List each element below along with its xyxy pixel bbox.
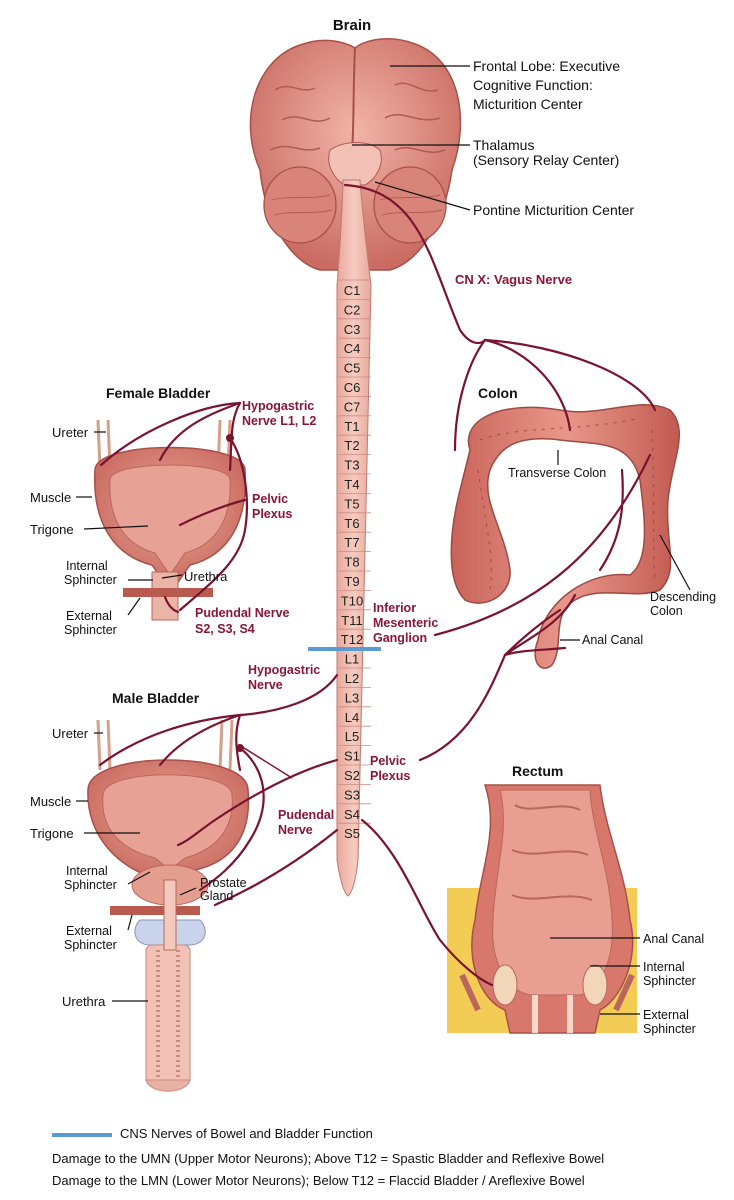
spine-segment-l2: L2 <box>345 671 359 686</box>
spine-segment-s2: S2 <box>344 768 360 783</box>
spine-segment-t6: T6 <box>344 516 359 531</box>
label-male-pelvic-1: Pelvic <box>370 754 406 768</box>
male-bladder-illustration <box>87 719 250 1092</box>
label-female-external-1: External <box>66 609 112 623</box>
spine-segment-s1: S1 <box>344 749 360 764</box>
label-female-pelvic-2: Plexus <box>252 507 292 521</box>
legend-cns-text: CNS Nerves of Bowel and Bladder Function <box>120 1126 373 1141</box>
label-rectum-internal-1: Internal <box>643 960 685 974</box>
label-male-ureter: Ureter <box>52 726 89 741</box>
spine-segment-t11: T11 <box>341 613 362 628</box>
spine-segment-s3: S3 <box>344 787 360 802</box>
label-female-pudendal-1: Pudendal Nerve <box>195 606 290 620</box>
label-rectum-external-1: External <box>643 1008 689 1022</box>
spine-segment-t2: T2 <box>344 438 359 453</box>
spine-segment-c7: C7 <box>344 399 361 414</box>
spine-segment-l4: L4 <box>345 710 359 725</box>
female-bladder-illustration <box>93 419 247 621</box>
label-rectum-external-2: Sphincter <box>643 1022 696 1036</box>
brain-illustration <box>249 38 462 271</box>
colon-illustration <box>450 404 680 669</box>
label-female-internal-1: Internal <box>66 559 108 573</box>
spine-segment-t7: T7 <box>344 535 359 550</box>
label-female-ureter: Ureter <box>52 425 89 440</box>
label-male-pudendal-1: Pudendal <box>278 808 334 822</box>
spine-segment-c5: C5 <box>344 361 361 376</box>
label-female-hypogastric-1: Hypogastric <box>242 399 314 413</box>
spine-segment-t10: T10 <box>341 593 363 608</box>
spine-segment-l1: L1 <box>345 652 359 667</box>
label-male-prostate-2: Gland <box>200 889 233 903</box>
nerve-paths <box>98 183 657 987</box>
spine-segment-t1: T1 <box>344 419 359 434</box>
spine-segment-t5: T5 <box>344 496 359 511</box>
label-rectum-anal: Anal Canal <box>643 932 704 946</box>
label-female-hypogastric-2: Nerve L1, L2 <box>242 414 316 428</box>
label-male-internal-2: Sphincter <box>64 878 117 892</box>
label-male-prostate-1: Prostate <box>200 876 247 890</box>
label-male-hypogastric-2: Nerve <box>248 678 283 692</box>
spine-segment-t8: T8 <box>344 555 359 570</box>
label-female-urethra: Urethra <box>184 569 228 584</box>
text-labels: Brain Frontal Lobe: Executive Cognitive … <box>30 17 716 1036</box>
title-rectum: Rectum <box>512 763 563 779</box>
legend-umn-text: Damage to the UMN (Upper Motor Neurons);… <box>52 1151 605 1166</box>
label-transverse-colon: Transverse Colon <box>508 466 606 480</box>
label-male-pelvic-2: Plexus <box>370 769 410 783</box>
label-male-trigone: Trigone <box>30 826 74 841</box>
label-female-trigone: Trigone <box>30 522 74 537</box>
spinal-cord: C1C2C3C4C5C6C7T1T2T3T4T5T6T7T8T9T10T11T1… <box>336 179 372 897</box>
cns-legend-swatch <box>52 1133 112 1137</box>
spine-segment-t4: T4 <box>344 477 359 492</box>
label-inferior-3: Ganglion <box>373 631 427 645</box>
label-pontine: Pontine Micturition Center <box>473 202 634 218</box>
rectum-illustration <box>447 784 637 1034</box>
spine-segment-l3: L3 <box>345 690 359 705</box>
legend-lmn-text: Damage to the LMN (Lower Motor Neurons);… <box>52 1173 585 1188</box>
label-frontal-3: Micturition Center <box>473 96 583 112</box>
title-brain: Brain <box>333 17 371 34</box>
spine-segment-c2: C2 <box>344 302 361 317</box>
label-inferior-2: Mesenteric <box>373 616 438 630</box>
label-thalamus-2: (Sensory Relay Center) <box>473 152 619 168</box>
spine-segment-c6: C6 <box>344 380 361 395</box>
leader-lines <box>76 65 691 1015</box>
title-colon: Colon <box>478 385 518 401</box>
label-colon-anal: Anal Canal <box>582 633 643 647</box>
label-frontal-1: Frontal Lobe: Executive <box>473 58 620 74</box>
spine-segment-t9: T9 <box>344 574 359 589</box>
label-male-external-1: External <box>66 924 112 938</box>
label-male-urethra: Urethra <box>62 994 106 1009</box>
label-female-muscle: Muscle <box>30 490 71 505</box>
label-frontal-2: Cognitive Function: <box>473 77 593 93</box>
label-descending-2: Colon <box>650 604 683 618</box>
label-male-hypogastric-1: Hypogastric <box>248 663 320 677</box>
spine-segment-t3: T3 <box>344 458 359 473</box>
label-vagus: CN X: Vagus Nerve <box>455 272 572 287</box>
spine-segment-c1: C1 <box>344 283 361 298</box>
label-male-pudendal-2: Nerve <box>278 823 313 837</box>
label-descending-1: Descending <box>650 590 716 604</box>
label-male-external-2: Sphincter <box>64 938 117 952</box>
label-inferior-1: Inferior <box>373 601 416 615</box>
label-female-pudendal-2: S2, S3, S4 <box>195 622 255 636</box>
label-female-external-2: Sphincter <box>64 623 117 637</box>
label-male-muscle: Muscle <box>30 794 71 809</box>
label-rectum-internal-2: Sphincter <box>643 974 696 988</box>
title-female-bladder: Female Bladder <box>106 385 211 401</box>
label-male-internal-1: Internal <box>66 864 108 878</box>
spine-segment-l5: L5 <box>345 729 359 744</box>
label-female-internal-2: Sphincter <box>64 573 117 587</box>
spine-segment-t12: T12 <box>341 632 363 647</box>
spine-segment-s4: S4 <box>344 807 360 822</box>
label-thalamus-1: Thalamus <box>473 137 534 153</box>
label-female-pelvic-1: Pelvic <box>252 492 288 506</box>
spine-segment-c3: C3 <box>344 322 361 337</box>
title-male-bladder: Male Bladder <box>112 690 200 706</box>
spine-segment-c4: C4 <box>344 341 361 356</box>
spine-segment-s5: S5 <box>344 826 360 841</box>
